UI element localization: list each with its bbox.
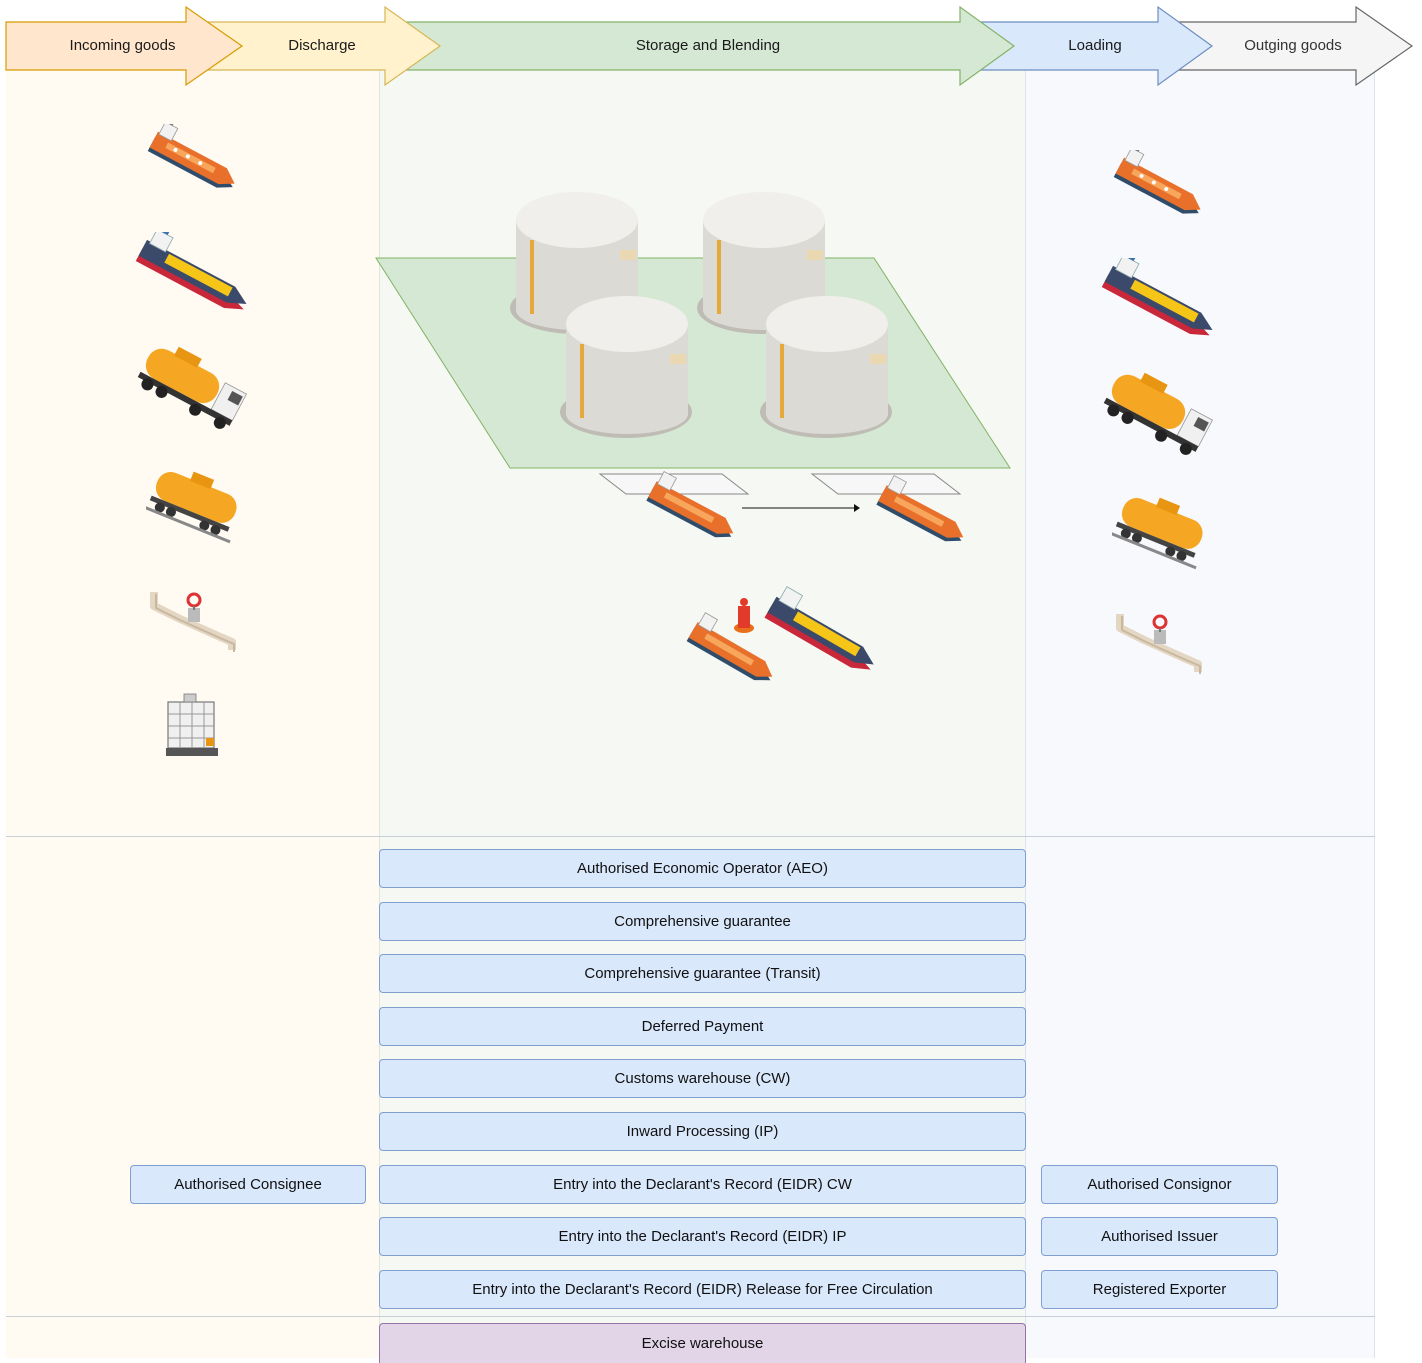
stage-discharge-label: Discharge (288, 37, 356, 54)
process-arrows (5, 5, 1414, 87)
stage-incoming-label: Incoming goods (69, 37, 176, 54)
pipeline-valve-icon (150, 592, 236, 652)
stage-outgoing-label: Outging goods (1244, 37, 1342, 54)
buoy-mooring-icon (686, 586, 874, 681)
arrow-discharge-shape (199, 5, 442, 87)
large-tanker-ship-icon (1101, 258, 1213, 336)
tanker-truck-icon (1103, 372, 1214, 455)
ibc-container-icon (166, 693, 218, 756)
storage-tank-icon (760, 296, 892, 438)
lane-divider-permits (6, 836, 1375, 837)
lane-divider-excise (6, 1316, 1375, 1317)
permit-comprehensive-guarantee-transit[interactable]: Comprehensive guarantee (Transit) (379, 954, 1026, 993)
tanker-truck-icon (137, 346, 248, 429)
permit-excise-warehouse[interactable]: Excise warehouse (379, 1323, 1026, 1363)
arrow-incoming-shape (5, 5, 244, 87)
stage-storage-label: Storage and Blending (635, 37, 781, 54)
lane-outgoing (1025, 70, 1375, 1358)
arrow-outgoing-shape (1174, 5, 1414, 87)
permit-registered-exporter[interactable]: Registered Exporter (1041, 1270, 1278, 1309)
ship-to-ship-transfer-icon (598, 471, 964, 542)
permit-customs-warehouse[interactable]: Customs warehouse (CW) (379, 1059, 1026, 1098)
arrow-storage-shape (399, 5, 1016, 87)
permit-inward-processing[interactable]: Inward Processing (IP) (379, 1112, 1026, 1151)
small-tanker-ship-icon (1113, 150, 1201, 214)
storage-tank-farm (375, 192, 1011, 469)
pipeline-valve-icon (1116, 614, 1202, 674)
permit-authorised-issuer[interactable]: Authorised Issuer (1041, 1217, 1278, 1256)
stage-loading-label: Loading (1068, 37, 1122, 54)
small-tanker-ship-icon (147, 124, 235, 188)
rail-tank-car-icon (146, 471, 237, 544)
permit-authorised-consignee[interactable]: Authorised Consignee (130, 1165, 366, 1204)
arrow-loading-shape (974, 5, 1214, 87)
permit-eidr-cw[interactable]: Entry into the Declarant's Record (EIDR)… (379, 1165, 1026, 1204)
permit-eidr-ip[interactable]: Entry into the Declarant's Record (EIDR)… (379, 1217, 1026, 1256)
permit-deferred-payment[interactable]: Deferred Payment (379, 1007, 1026, 1046)
permit-comprehensive-guarantee[interactable]: Comprehensive guarantee (379, 902, 1026, 941)
permit-eidr-free-circulation[interactable]: Entry into the Declarant's Record (EIDR)… (379, 1270, 1026, 1309)
permit-aeo[interactable]: Authorised Economic Operator (AEO) (379, 849, 1026, 888)
large-tanker-ship-icon (135, 232, 247, 310)
permit-authorised-consignor[interactable]: Authorised Consignor (1041, 1165, 1278, 1204)
storage-tank-icon (560, 296, 692, 438)
storage-platform (375, 257, 1011, 469)
rail-tank-car-icon (1112, 497, 1203, 570)
